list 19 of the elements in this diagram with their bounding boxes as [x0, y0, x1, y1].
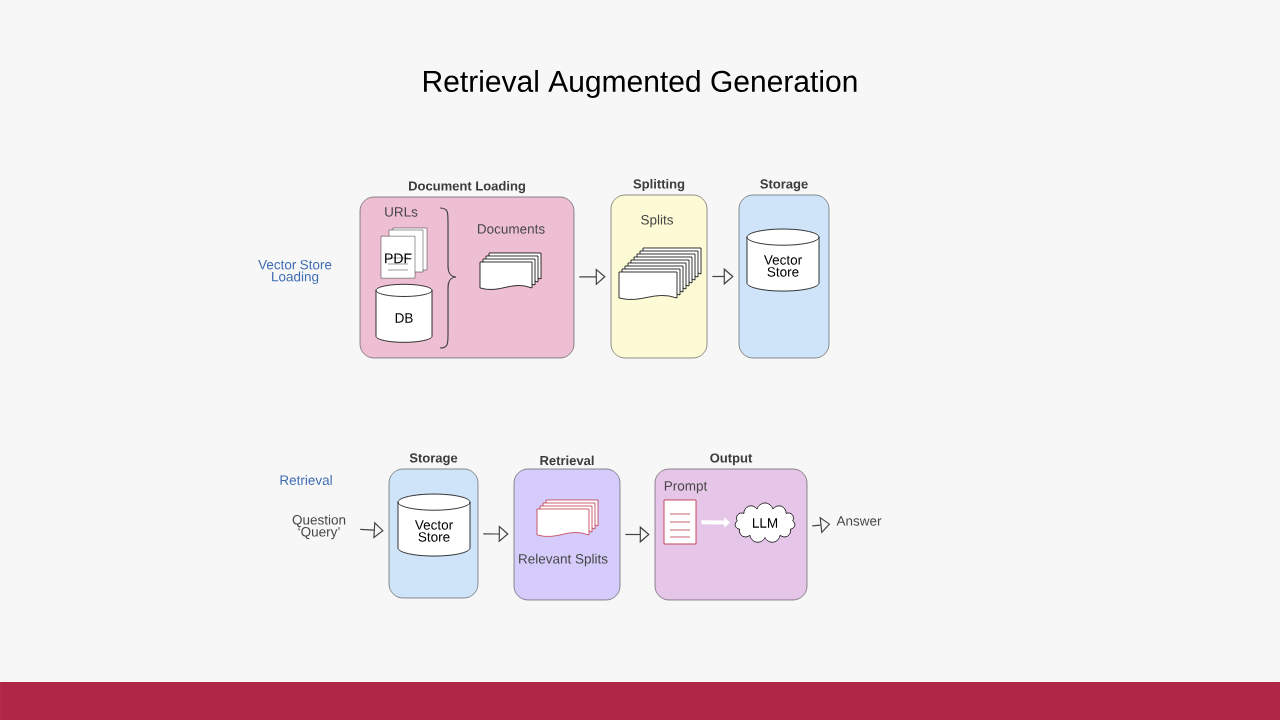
node-label: Retrieval — [540, 455, 594, 466]
node-label: Document Loading — [409, 180, 525, 194]
node-label: Splitting — [633, 178, 685, 192]
database-cylinder: Vector Store — [397, 493, 471, 557]
database-cylinder: DB — [375, 283, 433, 343]
step-label: Answer — [836, 516, 882, 526]
section-label: Vector Store Loading — [258, 259, 332, 285]
step-label: Splits — [641, 214, 673, 228]
section-label: Retrieval — [280, 475, 332, 485]
node-label: Storage — [409, 453, 458, 466]
step-label: Documents — [478, 224, 545, 234]
step-label: Relevant Splits — [519, 553, 608, 567]
database-cylinder: Vector Store — [746, 228, 820, 292]
title: Retrieval Augmented Generation — [424, 70, 857, 98]
arrow — [359, 521, 384, 539]
step-label: URLs — [385, 207, 418, 217]
step-label: Question ‘Query’ — [292, 514, 346, 540]
node-label: Output — [710, 453, 753, 466]
node-label: Storage — [760, 179, 808, 192]
